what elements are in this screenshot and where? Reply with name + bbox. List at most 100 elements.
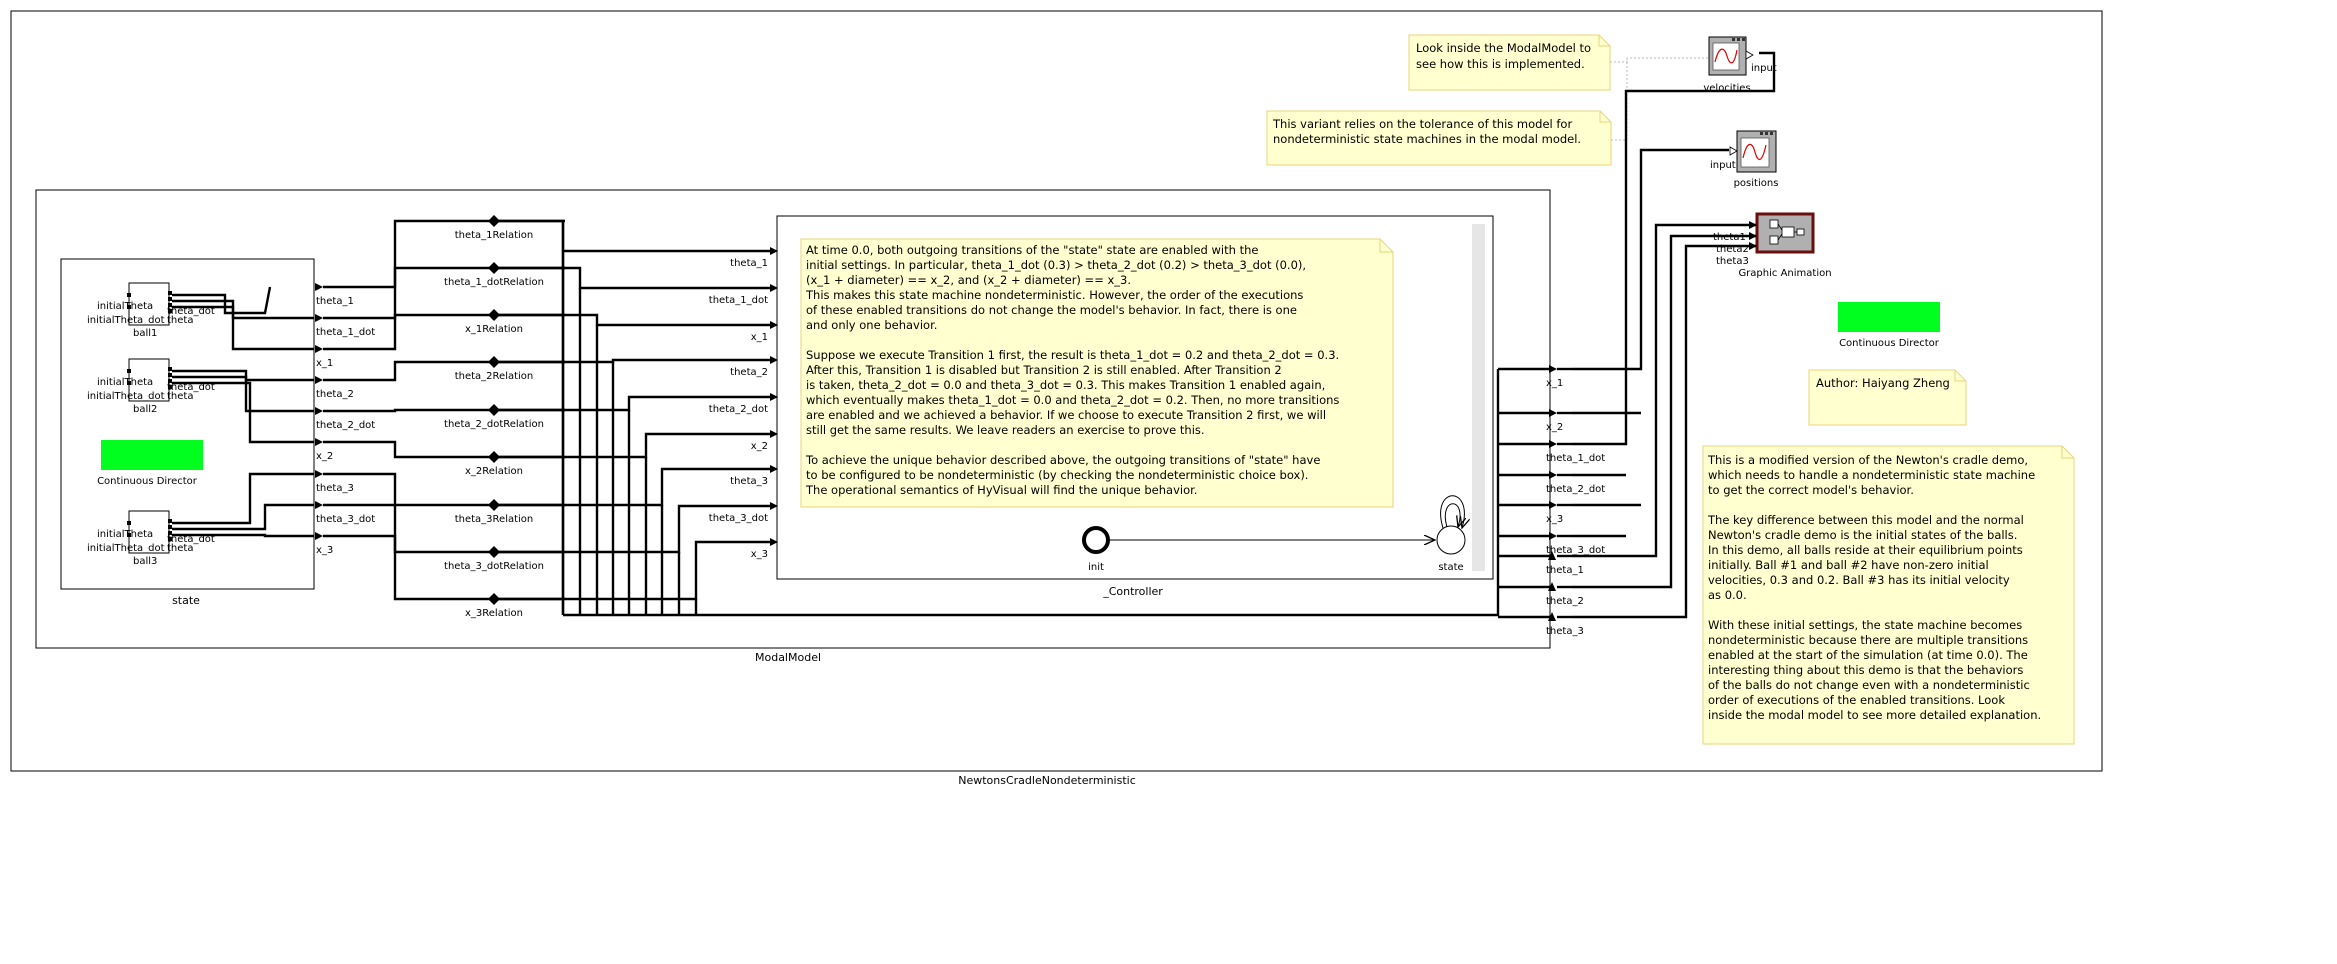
controller-input-port-theta_3[interactable] [770, 465, 778, 473]
state-wiring: theta_1theta_1_dotx_1theta_2theta_2_dotx… [172, 215, 1500, 619]
controller-input-port-theta_1[interactable] [770, 247, 778, 255]
modal-output-port-x_3[interactable] [1549, 501, 1557, 509]
tolerance-note[interactable]: This variant relies on the tolerance of … [1266, 110, 1612, 166]
controller-input-port-theta_3_dot[interactable] [770, 502, 778, 510]
modal-model[interactable]: ModalModel [35, 189, 1551, 664]
description-line: In this demo, all balls reside at their … [1708, 543, 2023, 557]
ball-actor-2[interactable]: initialThetainitialTheta_dottheta_dotthe… [87, 358, 215, 415]
controller-note-line: Suppose we execute Transition 1 first, t… [806, 348, 1339, 362]
ball-out-theta-dot: theta_dot [167, 534, 215, 545]
init-state[interactable] [1082, 526, 1110, 554]
controller-input-port-x_1[interactable] [770, 321, 778, 329]
controller-note-line: (x_1 + diameter) == x_2, and (x_2 + diam… [806, 273, 1131, 287]
state-node[interactable] [1436, 525, 1466, 555]
self-transition-2[interactable] [1444, 503, 1460, 527]
state-output-port-theta_1_dot[interactable] [315, 314, 323, 322]
controller-input-port-theta_1_dot[interactable] [770, 284, 778, 292]
description-text: This is a modified version of the Newton… [1707, 453, 2041, 722]
description-note[interactable]: This is a modified version of the Newton… [1702, 445, 2075, 745]
controller-note-line: and only one behavior. [806, 318, 937, 332]
graphic-animation[interactable]: Graphic Animation theta1 theta2 theta3 [1713, 212, 1832, 279]
ball-out-theta-dot: theta_dot [167, 382, 215, 393]
relation-label-theta_2_dotRelation: theta_2_dotRelation [444, 419, 544, 430]
controller[interactable]: _Controller [776, 215, 1494, 598]
controller-input-port-x_3[interactable] [770, 538, 778, 546]
relation-label-x_1Relation: x_1Relation [465, 324, 523, 335]
controller-input-label-theta_2: theta_2 [730, 367, 768, 378]
modal-output-port-theta_2[interactable] [1548, 582, 1556, 591]
modal-output-port-theta_3[interactable] [1548, 612, 1556, 621]
description-line: velocities, 0.3 and 0.2. Ball #3 has its… [1708, 573, 2010, 587]
ball-out-theta: theta [167, 315, 193, 326]
controller-input-label-theta_3_dot: theta_3_dot [709, 513, 768, 524]
ball-name-label: ball1 [133, 328, 157, 339]
description-line: initially. Ball #1 and ball #2 have non-… [1708, 558, 1989, 572]
inner-continuous-director[interactable]: Continuous Director [97, 440, 203, 487]
state-output-label-theta_2: theta_2 [316, 389, 354, 400]
state-output-port-x_2[interactable] [315, 438, 323, 446]
controller-scrollbar[interactable] [1472, 224, 1485, 571]
state-output-port-theta_1[interactable] [315, 283, 323, 291]
controller-note-line: of these enabled transitions do not chan… [806, 303, 1297, 317]
state-output-port-theta_3[interactable] [315, 470, 323, 478]
description-line: inside the modal model to see more detai… [1708, 708, 2041, 722]
state-output-port-x_3[interactable] [315, 532, 323, 540]
description-line: This is a modified version of the Newton… [1707, 453, 2028, 467]
velocities-plotter[interactable]: velocities input [1703, 36, 1777, 94]
wire-theta3-animation [1572, 242, 1757, 619]
outer-continuous-director[interactable]: Continuous Director [1838, 302, 1940, 349]
wire-theta1dot-velocities [1572, 51, 1776, 446]
controller-note[interactable]: At time 0.0, both outgoing transitions o… [800, 238, 1394, 508]
modal-output-label-theta_3: theta_3 [1546, 626, 1584, 637]
controller-input-label-theta_1_dot: theta_1_dot [709, 295, 768, 306]
modal-output-port-x_2[interactable] [1549, 409, 1557, 417]
look-inside-line-2: see how this is implemented. [1416, 57, 1585, 71]
inner-director-label: Continuous Director [97, 476, 198, 487]
state-refinement[interactable]: state [60, 258, 315, 607]
self-transition-1[interactable] [1440, 495, 1465, 528]
ball-port-initialtheta: initialTheta [97, 301, 153, 312]
relation-label-x_2Relation: x_2Relation [465, 466, 523, 477]
tolerance-line-2: nondeterministic state machines in the m… [1273, 132, 1581, 146]
state-output-label-theta_3: theta_3 [316, 483, 354, 494]
relation-label-theta_3Relation: theta_3Relation [455, 514, 534, 525]
state-output-label-x_3: x_3 [316, 545, 333, 556]
modal-output-port-theta_2_dot[interactable] [1549, 471, 1557, 479]
ball-port-initialtheta-dot: initialTheta_dot [87, 315, 165, 326]
ball-out-theta: theta [167, 391, 193, 402]
description-line: interesting thing about this demo is tha… [1708, 663, 2023, 677]
outer-director-label: Continuous Director [1839, 338, 1940, 349]
ball-actors: initialThetainitialTheta_dottheta_dotthe… [87, 282, 215, 567]
controller-input-port-theta_2_dot[interactable] [770, 393, 778, 401]
wire-theta1-animation [1572, 221, 1757, 558]
look-inside-note[interactable]: Look inside the ModalModel to see how th… [1408, 34, 1611, 91]
modal-output-port-theta_1_dot[interactable] [1549, 440, 1557, 448]
controller-note-line: After this, Transition 1 is disabled but… [806, 363, 1282, 377]
state-output-port-theta_2[interactable] [315, 376, 323, 384]
note-link-1 [1610, 57, 1710, 63]
controller-note-line: The operational semantics of HyVisual wi… [805, 483, 1197, 497]
author-note[interactable]: Author: Haiyang Zheng [1808, 369, 1967, 426]
state-output-port-theta_3_dot[interactable] [315, 501, 323, 509]
ball-actor-3[interactable]: initialThetainitialTheta_dottheta_dotthe… [87, 510, 215, 567]
modal-output-port-x_1[interactable] [1549, 365, 1557, 373]
positions-plotter[interactable]: positions input [1710, 130, 1778, 189]
controller-input-port-theta_2[interactable] [770, 356, 778, 364]
description-line: of the balls do not change even with a n… [1708, 678, 2030, 692]
state-output-label-x_2: x_2 [316, 451, 333, 462]
ball-out-theta: theta [167, 543, 193, 554]
state-output-port-theta_2_dot[interactable] [315, 407, 323, 415]
modal-output-port-theta_3_dot[interactable] [1549, 532, 1557, 540]
plot-icon [1742, 143, 1767, 160]
description-line: enabled at the start of the simulation (… [1708, 648, 2028, 662]
controller-input-port-x_2[interactable] [770, 430, 778, 438]
description-line: With these initial settings, the state m… [1708, 618, 2022, 632]
ball-actor-1[interactable]: initialThetainitialTheta_dottheta_dotthe… [87, 282, 215, 339]
wire-theta2-animation [1572, 232, 1757, 589]
anim-port-theta3: theta3 [1716, 256, 1749, 267]
description-line: as 0.0. [1708, 588, 1747, 602]
model-frame [10, 10, 2103, 772]
relation-label-theta_1Relation: theta_1Relation [455, 230, 534, 241]
modal-output-port-theta_1[interactable] [1548, 551, 1556, 560]
state-output-port-x_1[interactable] [315, 345, 323, 353]
